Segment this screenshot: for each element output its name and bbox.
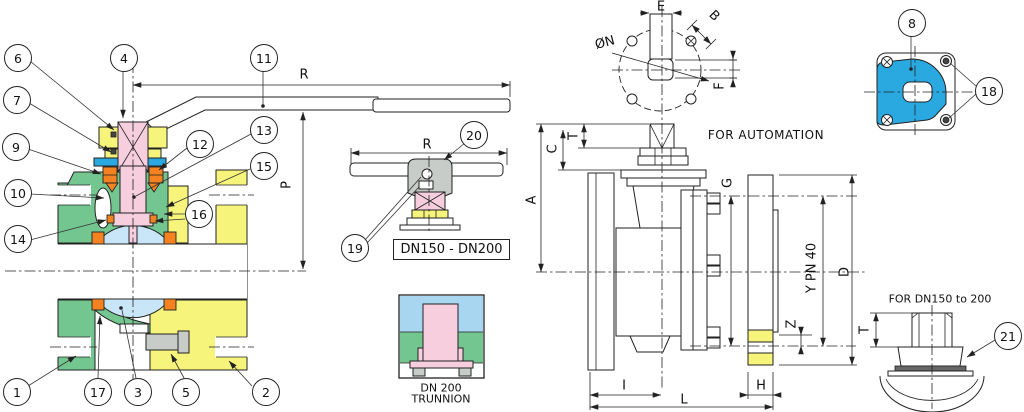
dimension-lines (132, 10, 912, 410)
balloon-18: 18 (975, 77, 1003, 105)
dim-label-h: H (756, 378, 766, 394)
dim-label-r-detail: R (422, 137, 432, 153)
balloon-4: 4 (110, 44, 138, 72)
note-trunnion-type: TRUNNION (411, 392, 471, 406)
trunnion-detail-view (398, 294, 485, 379)
balloon-7: 7 (3, 86, 31, 114)
balloon-20: 20 (460, 121, 488, 149)
dim-label-l: L (680, 392, 688, 408)
side-view (587, 123, 779, 371)
balloon-13: 13 (250, 116, 278, 144)
balloon-6: 6 (4, 44, 32, 72)
dim-label-c: C (545, 144, 561, 154)
handle-detail-view (349, 156, 504, 233)
balloon-12: 12 (186, 130, 214, 158)
balloon-14: 14 (4, 225, 32, 253)
dim-label-z: Z (784, 319, 800, 329)
note-dn-range-box: DN150 - DN200 (393, 239, 510, 260)
dim-label-d: D (837, 266, 853, 278)
note-for-automation: FOR AUTOMATION (707, 128, 825, 142)
dim-label-g: G (720, 177, 736, 189)
dim-label-i: I (622, 378, 626, 394)
balloon-3: 3 (124, 378, 152, 406)
centerlines (5, 6, 866, 390)
stem-detail-view (879, 305, 985, 412)
dim-label-r-main: R (299, 67, 309, 83)
mounting-pad-view (864, 46, 974, 137)
callout-leaders (27, 35, 996, 387)
dim-label-y-pn40: Y PN 40 (804, 242, 820, 294)
note-trunnion-size: DN 200 (420, 381, 462, 395)
balloon-5: 5 (172, 378, 200, 406)
balloon-2: 2 (252, 378, 280, 406)
balloon-16: 16 (185, 200, 213, 228)
main-cross-section-view (50, 96, 511, 371)
balloon-15: 15 (250, 152, 278, 180)
balloon-11: 11 (250, 44, 278, 72)
balloon-9: 9 (2, 133, 30, 161)
dim-label-a: A (524, 195, 540, 205)
dim-label-p: P (279, 181, 295, 189)
note-for-dn150-to-200: FOR DN150 to 200 (888, 292, 992, 306)
balloon-21: 21 (994, 322, 1022, 350)
dim-label-t-side: T (566, 132, 582, 140)
balloon-19: 19 (341, 234, 369, 262)
dim-label-e: E (656, 0, 666, 15)
balloon-17: 17 (84, 378, 112, 406)
dim-label-f: F (712, 82, 728, 90)
balloon-1: 1 (3, 378, 31, 406)
balloon-8: 8 (898, 9, 926, 37)
balloon-10: 10 (4, 179, 32, 207)
top-view (612, 13, 740, 112)
dim-label-t-stem: T (857, 326, 873, 334)
